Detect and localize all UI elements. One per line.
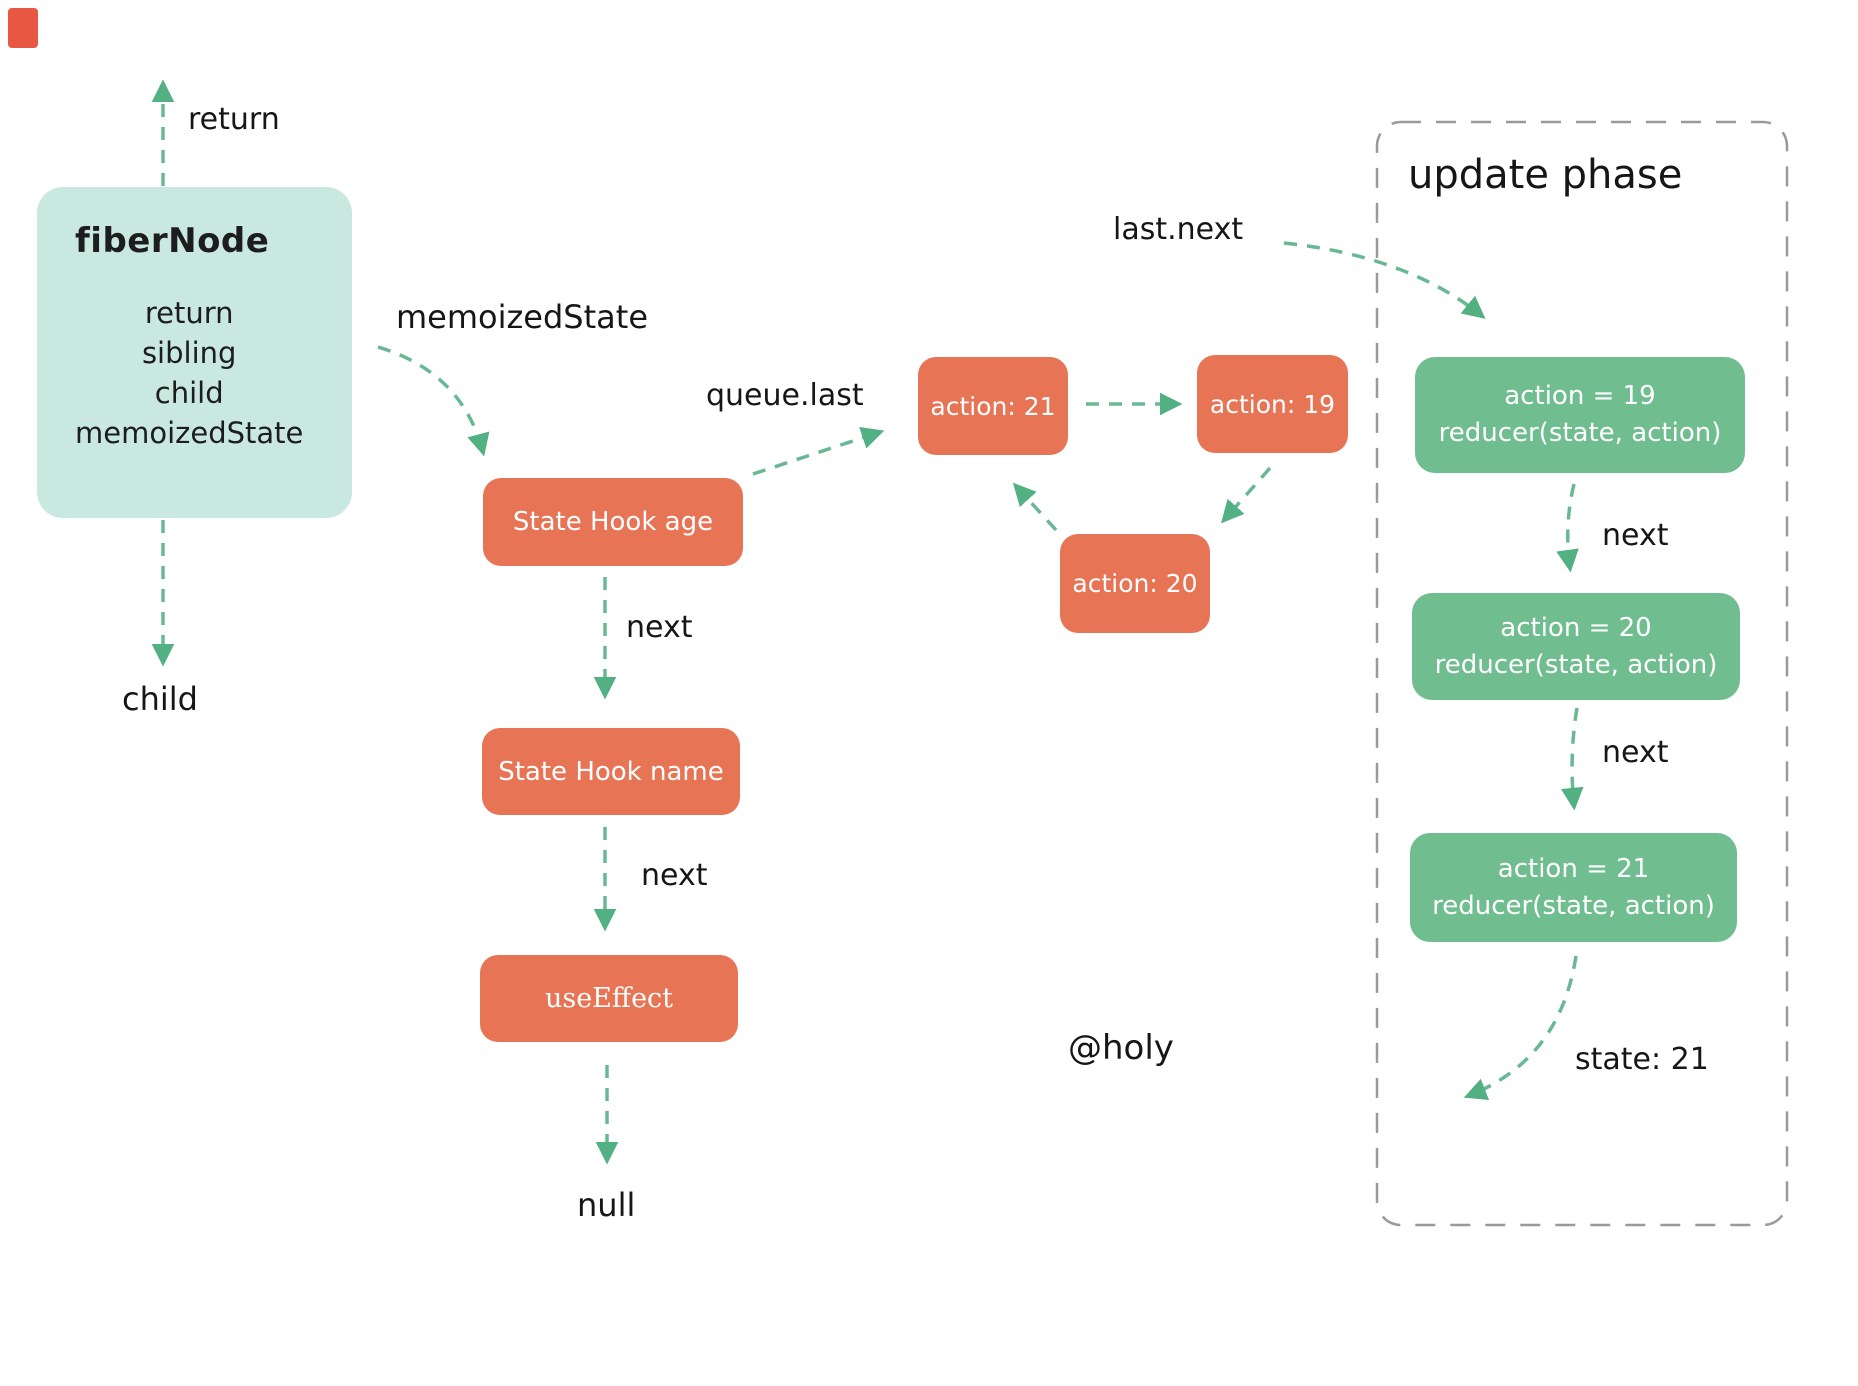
corner-mark [8, 8, 38, 48]
fiber-field-memoized-state: memoizedState [75, 416, 304, 450]
fiber-node-title: fiberNode [75, 221, 270, 261]
label-last-next: last.next [1113, 212, 1244, 247]
label-next-2: next [641, 858, 708, 893]
action-label: action: 20 [1072, 569, 1198, 598]
fiber-field-return: return [144, 296, 234, 330]
update-step-19: action = 19 reducer(state, action) [1415, 357, 1745, 473]
hook-label: useEffect [544, 983, 674, 1014]
label-next-1: next [626, 610, 693, 645]
fiber-field-sibling: sibling [141, 336, 237, 370]
arrow-action-20-to-21 [1012, 482, 1058, 532]
arrow-memoized-state [377, 345, 490, 457]
update-step-action: action = 20 [1500, 612, 1652, 643]
fiber-field-child: child [154, 376, 224, 410]
label-memoized-state: memoizedState [396, 298, 648, 336]
arrow-update-next-1 [1556, 483, 1579, 573]
update-phase-title: update phase [1408, 152, 1683, 198]
arrow-state-result [1463, 955, 1578, 1100]
update-step-reducer: reducer(state, action) [1438, 418, 1722, 448]
label-return: return [188, 102, 280, 137]
credit-handle: @holy [1068, 1028, 1174, 1068]
fiber-node-box: fiberNode return sibling child memoizedS… [37, 187, 352, 518]
update-step-21: action = 21 reducer(state, action) [1410, 833, 1737, 942]
label-next-4: next [1602, 735, 1669, 770]
action-node-20: action: 20 [1060, 534, 1210, 633]
action-node-21: action: 21 [918, 357, 1068, 455]
label-queue-last: queue.last [706, 378, 864, 413]
hook-node-use-effect: useEffect [480, 955, 738, 1042]
action-label: action: 21 [930, 391, 1056, 421]
update-step-action: action = 21 [1497, 853, 1650, 884]
arrow-queue-last [752, 426, 885, 476]
hook-node-state-hook-age: State Hook age [483, 478, 743, 566]
label-child: child [122, 680, 198, 718]
arrow-update-next-2 [1560, 707, 1584, 811]
arrow-action-19-to-20 [1220, 466, 1272, 524]
action-label: action: 19 [1209, 389, 1336, 419]
arrow-last-next [1283, 241, 1486, 319]
update-step-reducer: reducer(state, action) [1432, 890, 1715, 921]
label-null: null [577, 1186, 636, 1224]
fiber-node-fields: return sibling child memoizedState [75, 293, 303, 453]
hook-label: State Hook name [498, 756, 724, 787]
action-node-19: action: 19 [1197, 355, 1348, 453]
hook-label: State Hook age [512, 507, 714, 537]
update-step-reducer: reducer(state, action) [1434, 649, 1718, 680]
update-step-20: action = 20 reducer(state, action) [1412, 593, 1740, 700]
label-state-result: state: 21 [1575, 1042, 1709, 1077]
label-next-3: next [1602, 518, 1669, 553]
update-step-action: action = 19 [1504, 381, 1656, 411]
hook-node-state-hook-name: State Hook name [482, 728, 740, 815]
